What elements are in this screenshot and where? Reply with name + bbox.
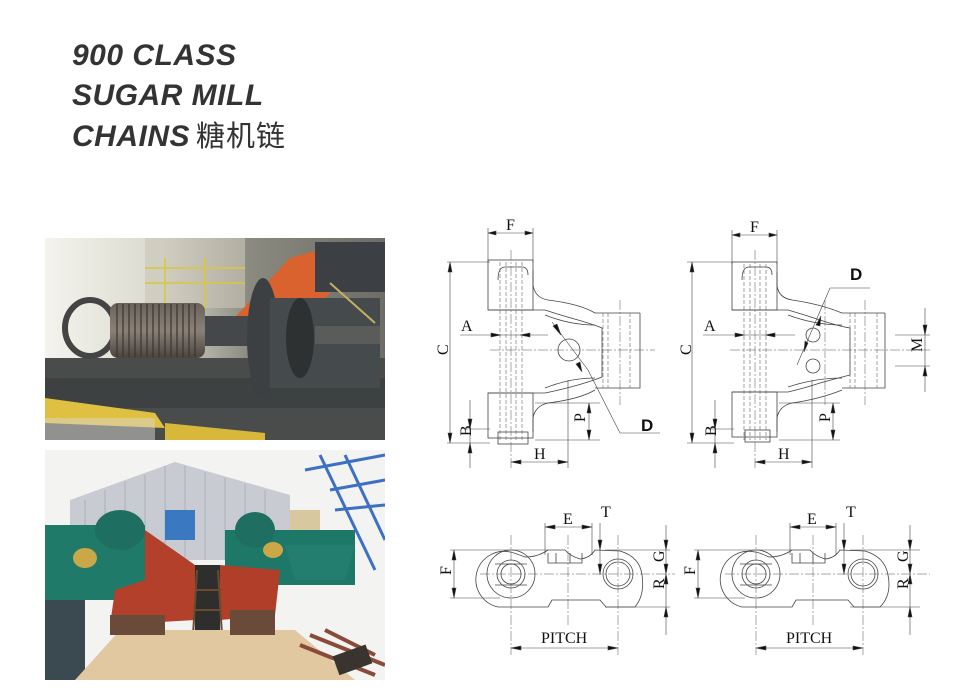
label-r: R xyxy=(895,578,912,589)
label-d: D xyxy=(850,265,862,284)
title-line-1: 900 CLASS xyxy=(72,39,237,72)
title-chinese: 糖机链 xyxy=(196,119,287,153)
label-t: T xyxy=(601,504,611,521)
label-b: B xyxy=(703,425,720,436)
label-c: C xyxy=(678,344,695,355)
diagram-attachment-top-left: F A C B H P D xyxy=(430,210,670,470)
label-h: H xyxy=(778,446,790,463)
label-d: D xyxy=(641,416,653,435)
diagram-side-view-left: E T F G R PITCH xyxy=(430,495,680,665)
diagram-side-view-right: E T F G R PITCH xyxy=(670,495,940,665)
label-pitch: PITCH xyxy=(786,630,833,647)
label-f: F xyxy=(750,219,759,236)
photo-cane-carrier xyxy=(45,450,385,680)
label-g: G xyxy=(895,550,912,562)
title-line-2: SUGAR MILL xyxy=(72,79,264,112)
label-e: E xyxy=(807,511,817,528)
label-f: F xyxy=(506,217,515,234)
label-a: A xyxy=(461,318,473,335)
label-r: R xyxy=(651,578,668,589)
label-pitch: PITCH xyxy=(541,630,588,647)
label-p: P xyxy=(817,413,834,422)
title-line-3-text: CHAINS xyxy=(72,120,191,153)
label-c: C xyxy=(435,344,452,355)
label-b: B xyxy=(458,425,475,436)
label-e: E xyxy=(563,511,573,528)
diagram-attachment-top-right: F A C B H P D M xyxy=(670,210,940,470)
label-h: H xyxy=(534,446,546,463)
label-p: P xyxy=(572,413,589,422)
label-g: G xyxy=(651,550,668,562)
label-a: A xyxy=(704,318,716,335)
label-f: F xyxy=(682,566,699,575)
label-m: M xyxy=(909,338,926,352)
label-f: F xyxy=(438,566,455,575)
label-t: T xyxy=(846,504,856,521)
photo-mill-roller xyxy=(45,238,385,440)
